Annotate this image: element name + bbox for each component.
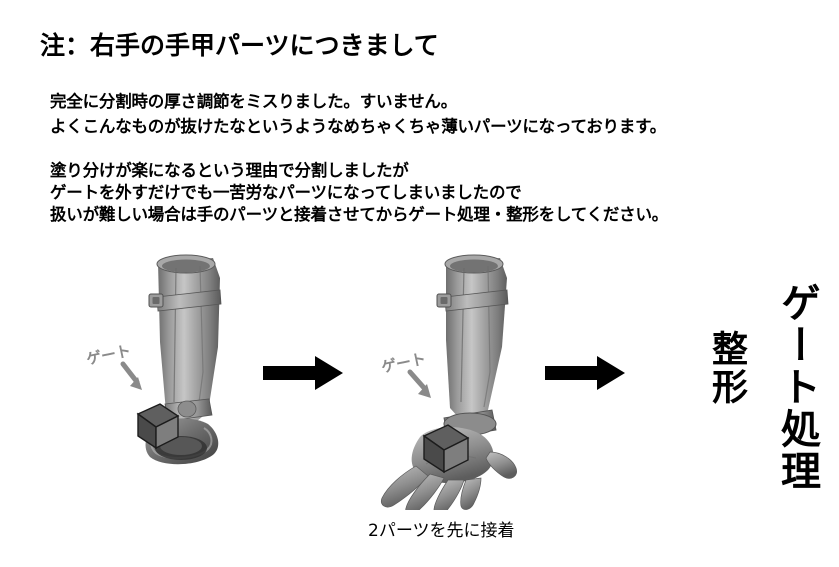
body-text-line-3: 塗り分けが楽になるという理由で分割しましたが bbox=[50, 161, 409, 180]
flow-arrow-1 bbox=[263, 356, 343, 390]
figure-caption: 2パーツを先に接着 bbox=[368, 521, 515, 541]
gate-cube-step1 bbox=[136, 403, 180, 450]
vertical-label-gate-processing: ゲート処理 bbox=[774, 282, 820, 492]
arm-sleeve-render bbox=[108, 252, 258, 482]
flow-arrow-2 bbox=[545, 356, 625, 390]
gate-pointer-arrow-step2 bbox=[407, 369, 431, 398]
gate-cube-step2 bbox=[422, 424, 470, 474]
page-title: 注：右手の手甲パーツにつきまして bbox=[40, 31, 439, 60]
body-text-line-1: 完全に分割時の厚さ調節をミスりました。すいません。 bbox=[50, 92, 458, 111]
body-text-line-4: ゲートを外すだけでも一苦労なパーツになってしまいましたので bbox=[50, 183, 522, 202]
arm-with-hand-render bbox=[368, 252, 528, 515]
gate-pointer-arrow-step1 bbox=[120, 361, 142, 390]
vertical-label-shaping: 整形 bbox=[706, 330, 747, 406]
body-text-line-5: 扱いが難しい場合は手のパーツと接着させてからゲート処理・整形をしてください。 bbox=[50, 205, 669, 224]
body-text-line-2: よくこんなものが抜けたなというようなめちゃくちゃ薄いパーツになっております。 bbox=[50, 117, 667, 136]
